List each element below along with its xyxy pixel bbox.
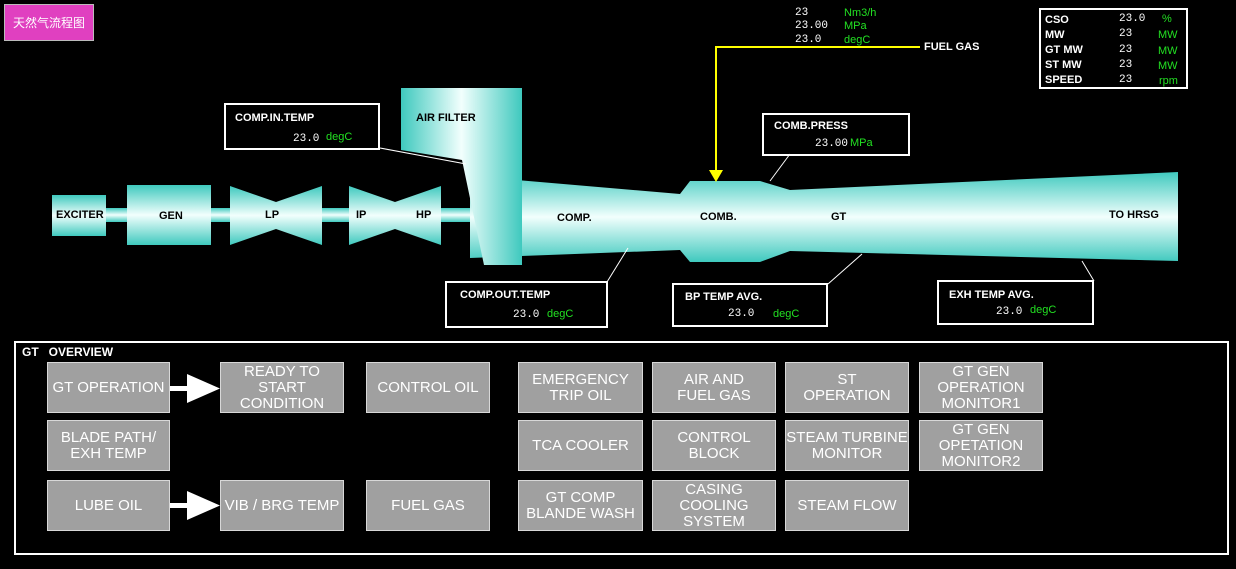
comp-in-temp-unit: degC xyxy=(326,131,353,143)
gt-overview-panel xyxy=(14,341,1229,555)
lp-label: LP xyxy=(265,209,280,221)
exciter-label: EXCITER xyxy=(56,209,104,221)
exciter-body xyxy=(52,195,106,236)
fuel-gas-press-value: 23.00 xyxy=(795,20,829,32)
steam-flow-button[interactable]: STEAM FLOW xyxy=(785,480,909,531)
summary-gtmw-label: GT MW xyxy=(1045,44,1083,56)
fuel-gas-temp-unit: degC xyxy=(844,34,871,46)
fuel-gas-flow-value: 23 xyxy=(795,7,809,19)
natural-gas-flow-button[interactable]: 天然气流程图 xyxy=(4,4,94,41)
exh-temp-avg-value: 23.0 xyxy=(996,306,1023,318)
overview-arrows xyxy=(167,374,220,520)
comp-in-temp-box xyxy=(224,103,380,150)
gt-operation-button[interactable]: GT OPERATION xyxy=(47,362,170,413)
summary-stmw-unit: MW xyxy=(1158,60,1178,72)
tca-cooler-button[interactable]: TCA COOLER xyxy=(518,420,643,471)
comp-out-temp-box xyxy=(445,281,608,328)
fuel-gas-button[interactable]: FUEL GAS xyxy=(366,480,490,531)
gt-gen-monitor1-button[interactable]: GT GEN OPERATION MONITOR1 xyxy=(919,362,1043,413)
exh-temp-avg-label: EXH TEMP AVG. xyxy=(949,289,1034,301)
st-operation-button[interactable]: ST OPERATION xyxy=(785,362,909,413)
fuel-gas-arrow xyxy=(709,170,723,182)
gt-overview-title: GT OVERVIEW xyxy=(22,345,114,359)
fuel-gas-press-unit: MPa xyxy=(844,20,867,32)
vib-brg-temp-button[interactable]: VIB / BRG TEMP xyxy=(220,480,344,531)
summary-speed-label: SPEED xyxy=(1045,74,1083,86)
emergency-trip-oil-button[interactable]: EMERGENCY TRIP OIL xyxy=(518,362,643,413)
air-fuel-gas-button[interactable]: AIR AND FUEL GAS xyxy=(652,362,776,413)
fuel-gas-flow-unit: Nm3/h xyxy=(844,7,877,19)
fuel-gas-label: FUEL GAS xyxy=(924,41,980,53)
lp-turbine-body xyxy=(230,186,322,245)
arrow-right-icon xyxy=(167,374,220,403)
comp-in-temp-value: 23.0 xyxy=(293,133,320,145)
ready-to-start-button[interactable]: READY TO START CONDITION xyxy=(220,362,344,413)
bp-temp-avg-label: BP TEMP AVG. xyxy=(685,291,763,303)
comp-blade-wash-button[interactable]: GT COMP BLANDE WASH xyxy=(518,480,643,531)
summary-cso-value: 23.0 xyxy=(1119,13,1146,25)
control-block-button[interactable]: CONTROL BLOCK xyxy=(652,420,776,471)
summary-stmw-value: 23 xyxy=(1119,59,1133,71)
comb-press-unit: MPa xyxy=(850,137,873,149)
ip-label: IP xyxy=(356,209,367,221)
air-filter-body xyxy=(401,88,522,265)
comb-press-box xyxy=(762,113,910,156)
comb-press-value: 23.00 xyxy=(815,138,849,150)
summary-stmw-label: ST MW xyxy=(1045,59,1082,71)
control-oil-button[interactable]: CONTROL OIL xyxy=(366,362,490,413)
gt-label: GT xyxy=(831,211,847,223)
generator-body xyxy=(127,185,211,245)
comb-press-label: COMB.PRESS xyxy=(774,120,848,132)
blade-path-exh-temp-button[interactable]: BLADE PATH/ EXH TEMP xyxy=(47,420,170,471)
comp-out-temp-unit: degC xyxy=(547,308,574,320)
comp-label: COMP. xyxy=(557,212,592,224)
lube-oil-button[interactable]: LUBE OIL xyxy=(47,480,170,531)
summary-gtmw-value: 23 xyxy=(1119,44,1133,56)
comb-label: COMB. xyxy=(700,211,737,223)
bp-temp-avg-value: 23.0 xyxy=(728,308,755,320)
summary-cso-unit: % xyxy=(1162,13,1172,25)
comp-in-temp-label: COMP.IN.TEMP xyxy=(235,112,315,124)
ip-hp-turbine-body xyxy=(349,186,441,245)
gen-label: GEN xyxy=(159,210,183,222)
summary-speed-unit: rpm xyxy=(1159,75,1178,87)
exh-temp-avg-unit: degC xyxy=(1030,304,1057,316)
bp-temp-avg-unit: degC xyxy=(773,308,800,320)
comp-out-temp-value: 23.0 xyxy=(513,309,540,321)
steam-turbine-monitor-button[interactable]: STEAM TURBINE MONITOR xyxy=(785,420,909,471)
summary-mw-label: MW xyxy=(1045,29,1065,41)
arrow-right-icon xyxy=(167,491,220,520)
air-filter-label: AIR FILTER xyxy=(416,112,476,124)
exh-temp-avg-box xyxy=(937,280,1094,325)
to-hrsg-label: TO HRSG xyxy=(1109,209,1159,221)
bp-temp-avg-box xyxy=(672,283,828,327)
summary-cso-label: CSO xyxy=(1045,14,1069,26)
summary-panel xyxy=(1039,8,1188,89)
fuel-gas-temp-value: 23.0 xyxy=(795,34,822,46)
summary-mw-unit: MW xyxy=(1158,29,1178,41)
summary-speed-value: 23 xyxy=(1119,74,1133,86)
fuel-gas-line xyxy=(715,46,920,172)
casing-cooling-button[interactable]: CASING COOLING SYSTEM xyxy=(652,480,776,531)
summary-mw-value: 23 xyxy=(1119,28,1133,40)
gas-turbine-body xyxy=(470,172,1178,262)
hp-label: HP xyxy=(416,209,432,221)
gt-gen-monitor2-button[interactable]: GT GEN OPETATION MONITOR2 xyxy=(919,420,1043,471)
comp-out-temp-label: COMP.OUT.TEMP xyxy=(460,289,551,301)
summary-gtmw-unit: MW xyxy=(1158,45,1178,57)
turbine-diagram xyxy=(52,46,1178,285)
